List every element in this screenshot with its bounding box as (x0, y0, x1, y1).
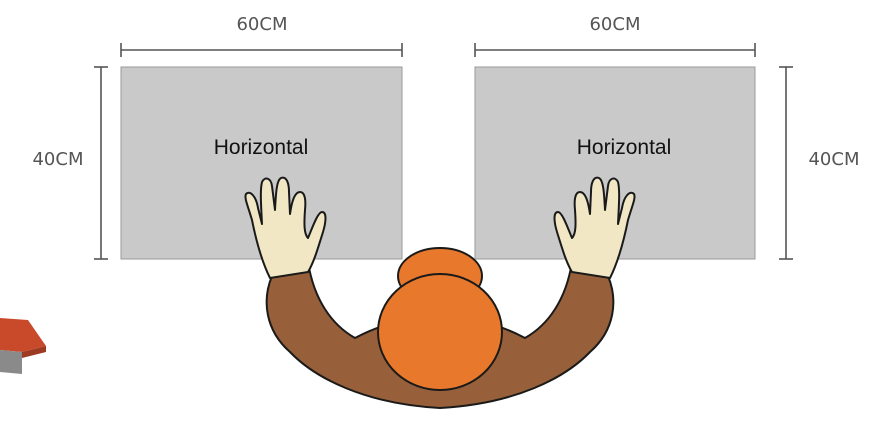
person-head (377, 273, 503, 391)
left-height-dimension: 40CM (32, 66, 108, 260)
left-width-label: 60CM (236, 14, 287, 35)
right-height-dimension: 40CM (779, 66, 860, 260)
right-width-label: 60CM (589, 14, 640, 35)
right-height-label: 40CM (808, 149, 859, 170)
person-figure (244, 176, 636, 409)
left-panel-label: Horizontal (214, 136, 309, 159)
left-height-label: 40CM (32, 149, 83, 170)
left-width-dimension: 60CM (120, 14, 403, 57)
corner-object (0, 318, 46, 374)
right-panel-label: Horizontal (577, 136, 672, 159)
right-width-dimension: 60CM (474, 14, 756, 57)
right-hand (553, 176, 636, 279)
left-hand (244, 176, 327, 279)
